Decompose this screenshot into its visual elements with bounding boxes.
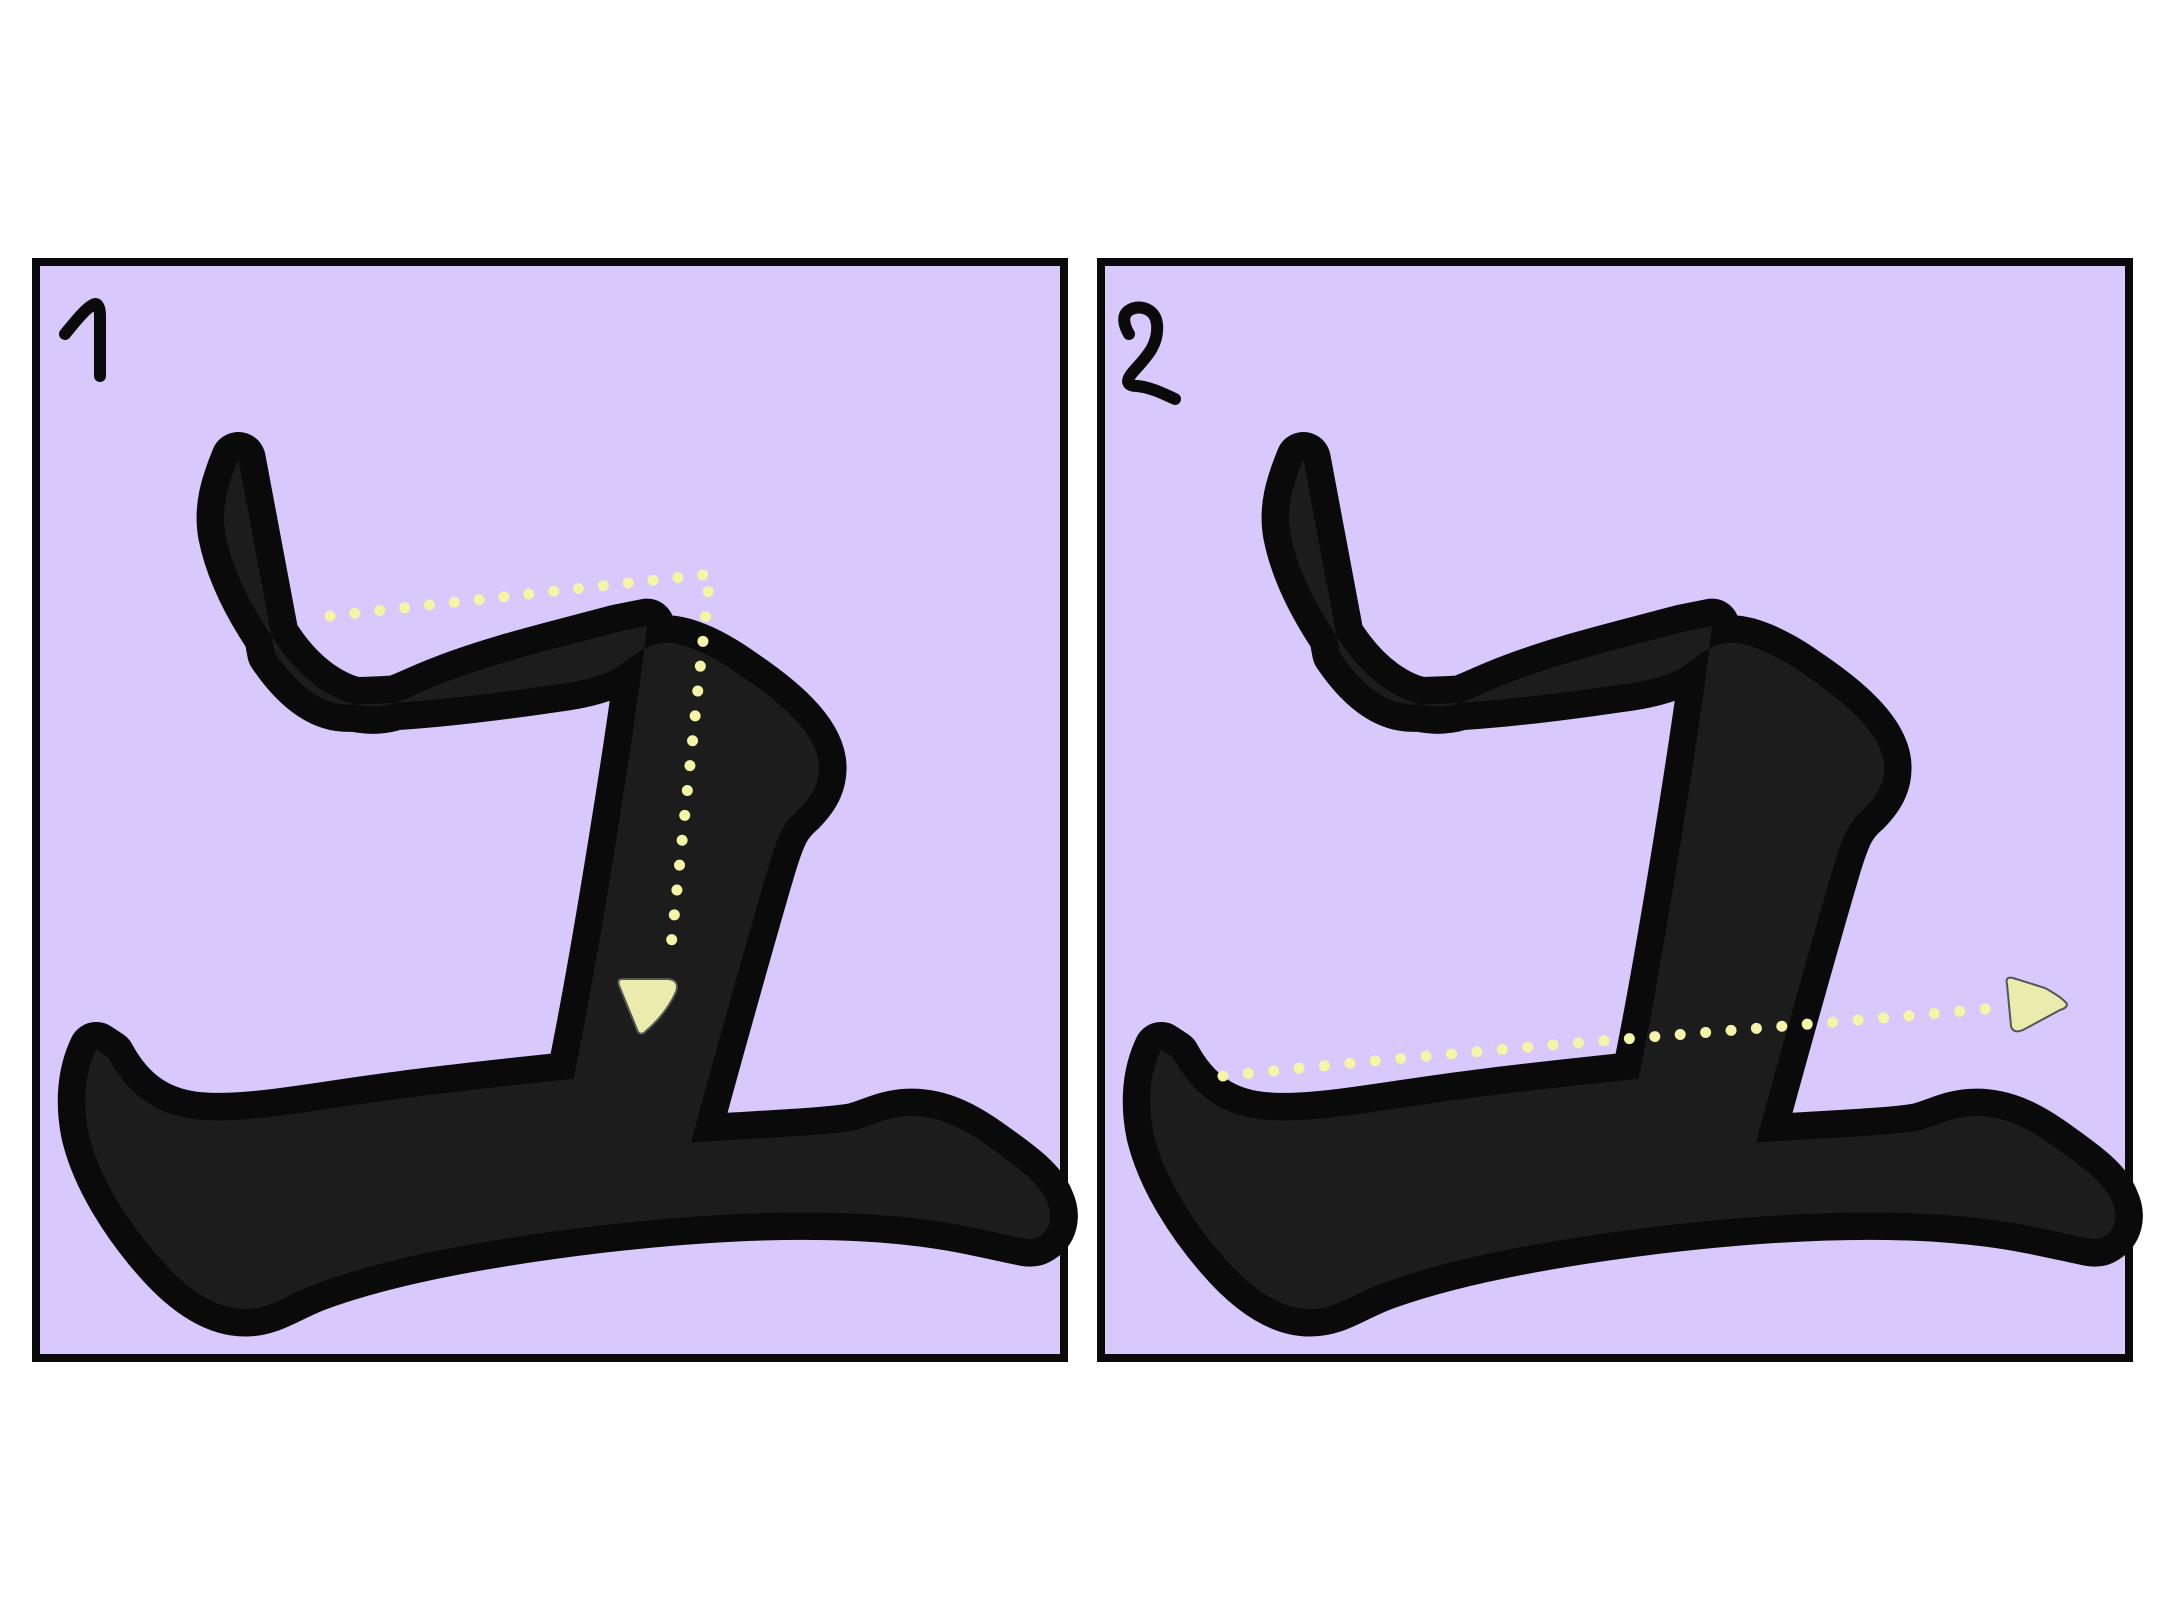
stroke-guide-dotted-line-2 (1217, 1002, 2001, 1082)
stroke-card-1: 1 ユ (32, 258, 1068, 1362)
step-number-2: 2 (1118, 301, 1181, 405)
stroke-guide-dotted-line-1 (324, 567, 717, 962)
stroke-card-2: 2 ユ (1097, 258, 2133, 1362)
triangle-arrow-icon-1 (617, 978, 678, 1035)
katakana-yu-glyph-1: ユ (40, 251, 1050, 1309)
glyph-canvas-2: 2 ユ (1118, 301, 2125, 1354)
katakana-yu-glyph-2: ユ (1105, 251, 2115, 1309)
glyph-canvas-1: 1 ユ (40, 298, 1060, 1354)
triangle-arrow-icon-2 (2005, 976, 2069, 1033)
step-number-1: 1 (59, 298, 106, 382)
